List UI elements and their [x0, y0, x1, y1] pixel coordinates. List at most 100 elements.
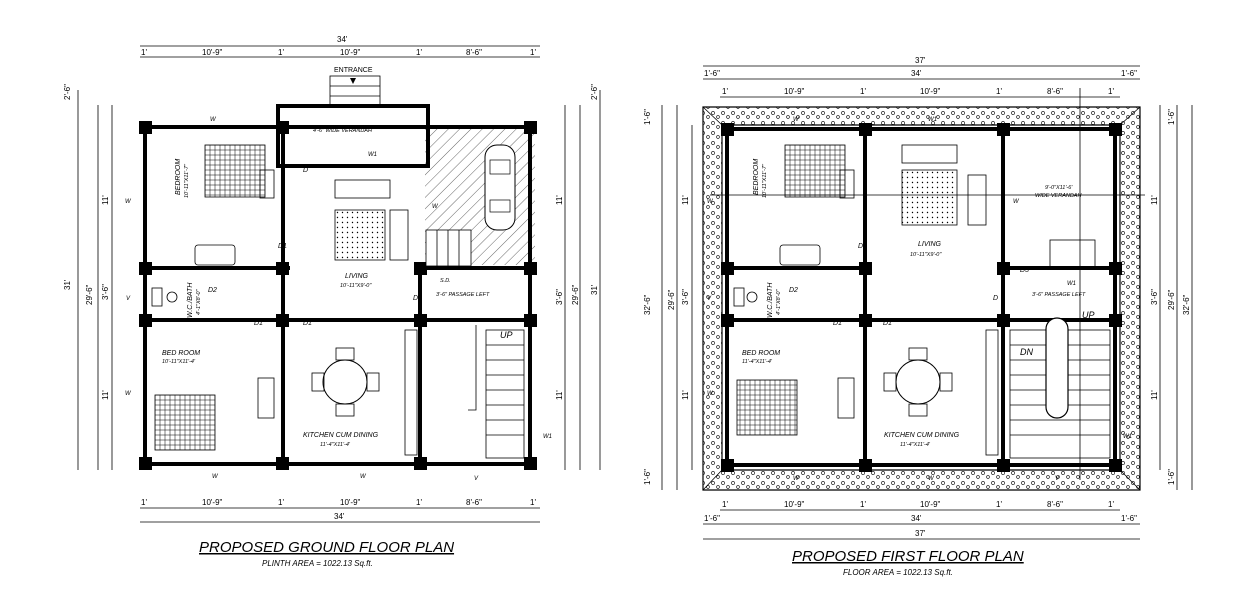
- first-win-w-left1: W: [707, 199, 714, 205]
- first-win-w-bottom: W: [793, 476, 800, 482]
- first-bed2-name: BED ROOM: [742, 350, 780, 357]
- ground-columns: [139, 121, 537, 470]
- first-verandah-name: WIDE VERANDAH: [1035, 193, 1081, 199]
- ground-left-dimensions: 31' 2'-6" 29'-6" 11' 3'-6" 11': [63, 84, 113, 470]
- first-bdim-1b: 1': [860, 500, 866, 509]
- ground-bed-1: [194, 144, 275, 266]
- first-title: PROPOSED FIRST FLOOR PLAN: [792, 548, 1024, 565]
- ground-ldim-11b: 11': [101, 390, 110, 400]
- first-verandah-size: 9'-0"X11'-6': [1045, 185, 1073, 191]
- ground-title: PROPOSED GROUND FLOOR PLAN: [199, 539, 454, 556]
- ground-bdim-c: 8'-6": [466, 498, 482, 507]
- ground-ldim-sub: 29'-6": [85, 284, 94, 305]
- first-right-dimensions: 11' 3'-6" 11' 29'-6" 32'-6" 1'-6" 1'-6": [1150, 105, 1193, 490]
- ground-dim-1d: 1': [530, 48, 536, 57]
- first-door-d2: D2: [789, 287, 798, 294]
- first-bed1-size: 10'-11"X11'-7": [762, 163, 768, 198]
- first-ldim-total: 32'-6": [643, 294, 652, 315]
- first-up-label: UP: [1082, 310, 1095, 320]
- first-ldim-11b: 11': [681, 390, 690, 400]
- first-living-size: 10'-11"X9'-0": [910, 252, 942, 258]
- ground-win-w-left1: W: [125, 199, 132, 205]
- ground-rdim-top: 2'-6": [590, 84, 599, 100]
- ground-living-furniture: [334, 179, 409, 261]
- first-ldim-16b: 1'-6": [643, 469, 652, 485]
- first-ldim-36: 3'-6": [681, 289, 690, 305]
- first-door-d1-2: D1: [833, 320, 842, 327]
- first-door-d1-1: D1: [858, 243, 867, 250]
- ground-up-label: UP: [500, 330, 513, 340]
- ground-win-w-bottom2: W: [360, 474, 367, 480]
- first-rdim-11b: 11': [1150, 390, 1159, 400]
- first-bdim-1d: 1': [1108, 500, 1114, 509]
- ground-door-d1-3: D1: [303, 320, 312, 327]
- first-dim-16a: 1'-6": [704, 69, 720, 78]
- first-win-w-right: W1: [1123, 434, 1132, 440]
- first-door-d: D: [993, 295, 998, 302]
- ground-bdim-1d: 1': [530, 498, 536, 507]
- ground-right-dimensions: 11' 3'-6" 11' 29'-6" 31' 2'-6": [555, 84, 601, 470]
- first-dim-c: 8'-6": [1047, 87, 1063, 96]
- ground-wc-size: 4'-1"X8'-0": [196, 288, 202, 315]
- ground-entrance-steps: ENTRANCE: [329, 67, 381, 107]
- first-dim-b: 10'-9": [920, 87, 941, 96]
- first-vent-v-left: V: [707, 296, 712, 302]
- first-rdim-36: 3'-6": [1150, 289, 1159, 305]
- ground-win-w-top: W: [210, 117, 217, 123]
- first-win-w-bottom2: W: [928, 476, 935, 482]
- ground-bdim-b: 10'-9": [340, 498, 361, 507]
- first-kitchen-name: KITCHEN CUM DINING: [884, 432, 960, 439]
- first-dim-16b: 1'-6": [1121, 69, 1137, 78]
- ground-rdim-11b: 11': [555, 390, 564, 400]
- ground-bottom-dimensions: 1' 10'-9" 1' 10'-9" 1' 8'-6" 1' 34': [140, 498, 540, 523]
- ground-rdim-36: 3'-6": [555, 289, 564, 305]
- ground-bed1-size: 10'-11"X11'-7": [184, 163, 190, 198]
- first-bed-1: [779, 144, 855, 266]
- first-ldim-16a: 1'-6": [643, 109, 652, 125]
- first-bdim-b: 10'-9": [920, 500, 941, 509]
- first-win-w-left2: W: [707, 391, 714, 397]
- ground-wc-name: W.C./BATH: [187, 282, 194, 318]
- first-ldim-11a: 11': [681, 195, 690, 205]
- first-bdim-16a: 1'-6": [704, 514, 720, 523]
- first-dn-label: DN: [1020, 347, 1033, 357]
- first-verandah-sofa: [1049, 239, 1096, 269]
- ground-door-d-2: D: [413, 295, 418, 302]
- ground-dining-table: [311, 329, 418, 456]
- ground-verandah: 4'-6" WIDE VERANDAH: [313, 128, 372, 134]
- ground-win-w-right: W1: [543, 434, 552, 440]
- first-area: FLOOR AREA = 1022.13 Sq.ft.: [843, 568, 953, 577]
- first-door-d3: D3: [1020, 267, 1029, 274]
- ground-ldim-36: 3'-6": [101, 284, 110, 300]
- first-wc-fixtures: [733, 287, 758, 307]
- first-bed1-name: BEDROOM: [753, 159, 760, 195]
- ground-entrance-label: ENTRANCE: [334, 67, 373, 74]
- first-bed-2: [736, 377, 855, 436]
- ground-dim-1c: 1': [416, 48, 422, 57]
- ground-dim-a: 10'-9": [202, 48, 223, 57]
- first-vent-v-bottom: V: [1055, 476, 1060, 482]
- ground-rdim-total: 31': [590, 284, 599, 295]
- ground-win-w-mid: W: [432, 204, 439, 210]
- first-dim-1b: 1': [860, 87, 866, 96]
- ground-area: PLINTH AREA = 1022.13 Sq.ft.: [262, 559, 373, 568]
- ground-kitchen-size: 11'-4"X11'-4': [320, 442, 351, 448]
- first-bdim-16b: 1'-6": [1121, 514, 1137, 523]
- ground-passage: 3'-6" PASSAGE LEFT: [436, 292, 490, 298]
- first-wc-size: 4'-1"X8'-0": [776, 288, 782, 315]
- car-icon: [484, 144, 516, 231]
- ground-bed2-name: BED ROOM: [162, 350, 200, 357]
- first-rdim-16a: 1'-6": [1167, 109, 1176, 125]
- ground-bdim-1a: 1': [141, 498, 147, 507]
- ground-bed1-name: BEDROOM: [175, 159, 182, 195]
- first-bdim-1c: 1': [996, 500, 1002, 509]
- ground-vent-v-left: V: [126, 296, 131, 302]
- ground-dim-total: 34': [337, 35, 348, 44]
- ground-win-w1: W1: [368, 152, 377, 158]
- first-living-name: LIVING: [918, 241, 942, 248]
- first-dim-total: 37': [915, 56, 926, 65]
- ground-living-size: 10'-11"X9'-0": [340, 283, 372, 289]
- first-dim-1c: 1': [996, 87, 1002, 96]
- ground-top-dimensions: 34' 1' 10'-9" 1' 10'-9" 1' 8'-6" 1': [140, 35, 540, 58]
